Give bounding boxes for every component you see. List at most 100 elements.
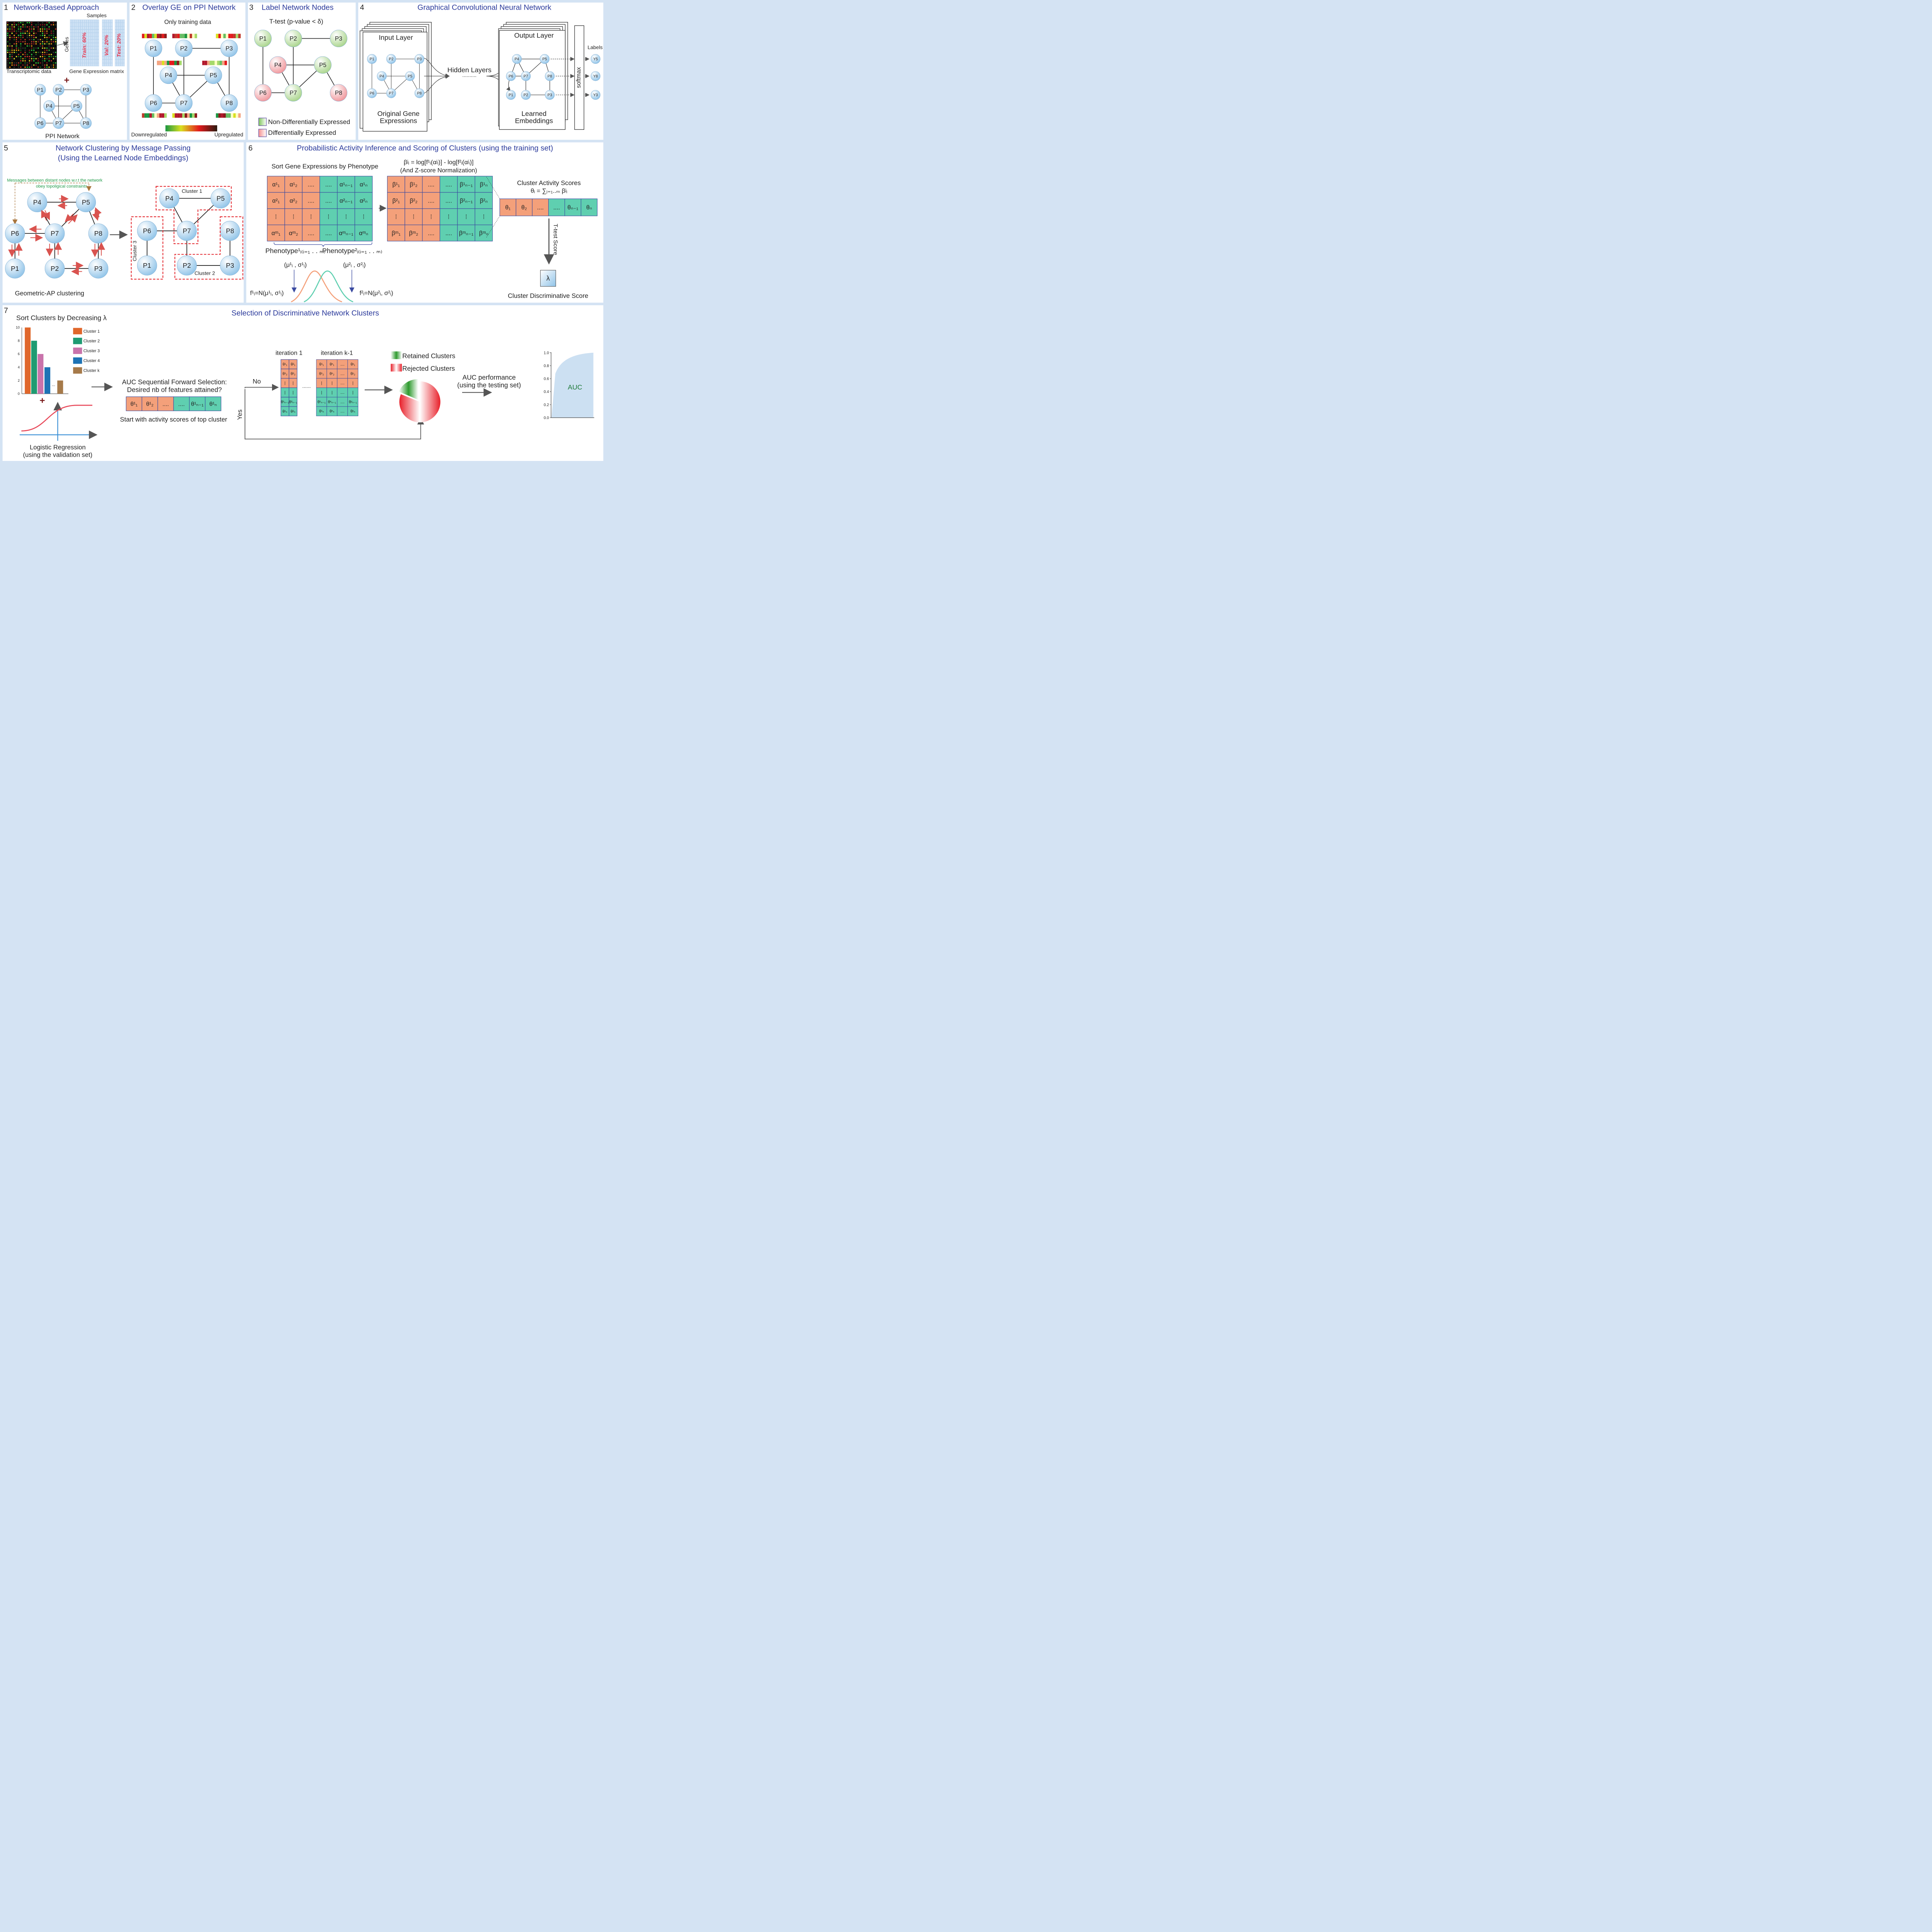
microarray-spot: [37, 28, 39, 30]
matrix-cell: [70, 56, 72, 60]
node-p3: [330, 30, 347, 48]
matrix-cell: [74, 53, 77, 56]
microarray-spot: [20, 26, 22, 28]
panel-1-number: 1: [4, 3, 8, 12]
expression-cell: [184, 113, 187, 118]
microarray-spot: [53, 56, 54, 58]
expression-cell: [177, 61, 179, 65]
node-label-p8: P8: [335, 90, 342, 97]
sort-by-phenotype-label: Sort Gene Expressions by Phenotype: [272, 163, 378, 170]
table-cell: [515, 198, 533, 216]
microarray-spot: [53, 66, 54, 68]
table-cell-text: ⁞: [483, 214, 485, 220]
hidden-dots: ..........: [462, 72, 476, 78]
microarray-spot: [18, 26, 19, 28]
matrix-cell: [80, 43, 83, 46]
node-p8: [80, 117, 92, 129]
microarray-spot: [20, 45, 22, 47]
microarray-spot: [42, 47, 43, 49]
legend-swatch-3: [73, 347, 82, 354]
matrix-cell: [106, 49, 109, 53]
matrix-cell: [74, 33, 77, 36]
microarray-spot: [46, 28, 48, 30]
table-cell-text: |: [293, 381, 294, 386]
node-label-p4: P4: [379, 74, 384, 78]
microarray-spot: [42, 54, 43, 55]
matrix-cell: [117, 43, 119, 46]
matrix-cell: [102, 56, 104, 60]
node-label-p5: P5: [216, 194, 224, 202]
matrix-cell: [119, 23, 121, 26]
table-cell: [302, 208, 320, 225]
matrix-cell: [117, 33, 119, 36]
microarray-spot: [20, 30, 22, 32]
matrix-cell: [84, 43, 87, 46]
table-cell-text: θ²ₙ: [291, 410, 296, 414]
matrix-cell: [84, 29, 87, 33]
matrix-cell: [97, 26, 99, 30]
microarray-spot: [7, 66, 9, 68]
matrix-cell: [88, 26, 91, 30]
microarray-spot: [26, 26, 28, 28]
microarray-spot: [20, 28, 22, 30]
matrix-cell: [80, 53, 83, 56]
microarray-spot: [22, 60, 24, 62]
microarray-spot: [20, 22, 22, 24]
retained-swatch: [391, 351, 402, 359]
table-cell-text: ⁞: [395, 214, 397, 220]
node-label-p7: P7: [183, 227, 191, 235]
microarray-spot: [14, 39, 15, 41]
matrix-cell: [95, 46, 97, 50]
table-cell: [474, 224, 493, 242]
matrix-cell: [115, 33, 117, 36]
microarray-spot: [46, 30, 48, 32]
expression-cell: [238, 113, 241, 118]
microarray-spot: [46, 51, 48, 53]
matrix-cell: [93, 29, 95, 33]
matrix-cell: [97, 19, 99, 23]
matrix-cell: [72, 56, 74, 60]
matrix-cell: [82, 46, 85, 50]
microarray-spot: [7, 64, 9, 66]
plus-sign-2: +: [39, 395, 45, 406]
table-cell: [267, 224, 285, 242]
microarray-spot: [24, 24, 26, 26]
matrix-cell: [72, 33, 74, 36]
node-p1: [367, 54, 377, 64]
train-split-label: Train: 60%: [81, 32, 87, 58]
microarray-spot: [46, 49, 48, 51]
matrix-cell: [93, 46, 95, 50]
panel-7: Sort Clusters by Decreasing λ 1086420...…: [16, 314, 594, 459]
microarray-spot: [26, 64, 28, 66]
table-cell-text: ⁞: [430, 214, 432, 220]
table-cell: [387, 224, 405, 242]
matrix-cell: [97, 53, 99, 56]
matrix-cell: [80, 63, 83, 66]
expression-cell: [209, 61, 212, 65]
downregulated-label: Downregulated: [131, 132, 167, 138]
microarray-spot: [55, 47, 56, 49]
matrix-cell: [76, 53, 78, 56]
matrix-cell: [104, 36, 107, 40]
microarray-spot: [9, 28, 11, 30]
matrix-cell: [95, 29, 97, 33]
matrix-cell: [93, 49, 95, 53]
microarray-spot: [55, 58, 56, 60]
matrix-cell: [115, 19, 117, 23]
matrix-cell: [70, 33, 72, 36]
table-cell-text: βᵐₙ₋₁: [459, 230, 473, 236]
logistic-plot: [19, 402, 98, 441]
expression-cell: [217, 61, 220, 65]
node-p5: [71, 100, 82, 112]
matrix-cell: [102, 33, 104, 36]
microarray-spot: [33, 49, 35, 51]
matrix-cell: [121, 56, 123, 60]
matrix-cell: [93, 56, 95, 60]
matrix-cell: [74, 60, 77, 63]
matrix-cell: [76, 26, 78, 30]
node-label-p2: P2: [290, 36, 297, 42]
table-cell-text: θ¹₁: [319, 362, 324, 367]
matrix-cell: [122, 33, 125, 36]
